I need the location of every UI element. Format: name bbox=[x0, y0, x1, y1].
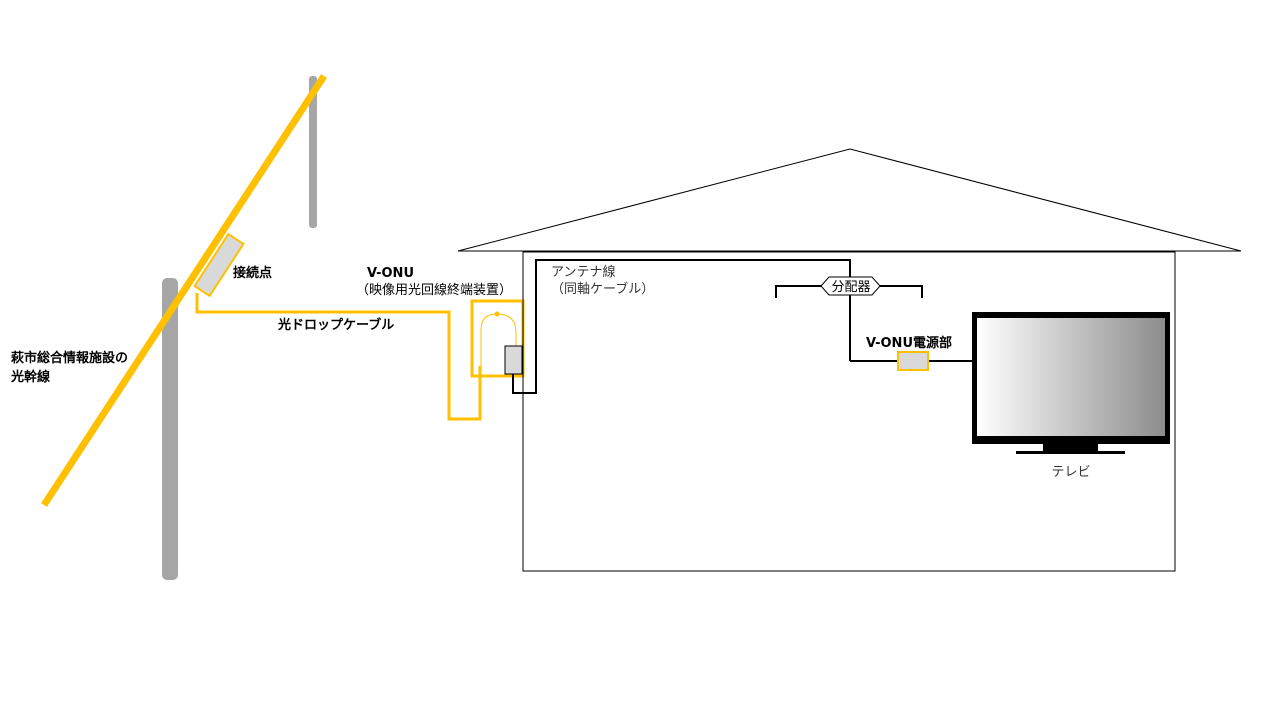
tv-label: テレビ bbox=[1051, 465, 1090, 480]
drop-cable bbox=[195, 293, 482, 421]
drop-cable-label: 光ドロップケーブル bbox=[277, 317, 394, 333]
splice-point-label: 接続点 bbox=[233, 265, 272, 281]
vonu-power-unit bbox=[897, 351, 929, 371]
splitter-branch-left bbox=[775, 285, 823, 298]
tv-stand-base bbox=[1016, 451, 1125, 454]
house-wall bbox=[522, 251, 1176, 572]
vonu-fiber-connector bbox=[494, 311, 500, 317]
splitter-branch-right bbox=[878, 285, 923, 298]
trunk-line-label-2: 光幹線 bbox=[10, 369, 51, 385]
tv-screen bbox=[977, 318, 1165, 436]
splice-closure bbox=[193, 232, 245, 298]
antenna-line-label-2: （同軸ケーブル） bbox=[551, 281, 654, 297]
utility-pole-back bbox=[309, 76, 317, 228]
vonu-title-label: V-ONU bbox=[367, 266, 414, 281]
vonu-power-label: V-ONU電源部 bbox=[866, 335, 952, 351]
antenna-cable bbox=[512, 259, 851, 394]
house-roof bbox=[457, 148, 1242, 252]
splitter-label: 分配器 bbox=[831, 280, 870, 295]
vonu-description-label: （映像用光回線終端装置） bbox=[356, 282, 512, 298]
antenna-line-label-1: アンテナ線 bbox=[551, 264, 615, 280]
utility-pole-front bbox=[162, 278, 178, 580]
trunk-fiber-line bbox=[41, 74, 327, 507]
splitter bbox=[820, 276, 881, 296]
vonu-unit bbox=[504, 345, 523, 375]
tv-stand-neck bbox=[1043, 444, 1098, 451]
trunk-line-label-1: 萩市総合情報施設の bbox=[10, 350, 128, 366]
